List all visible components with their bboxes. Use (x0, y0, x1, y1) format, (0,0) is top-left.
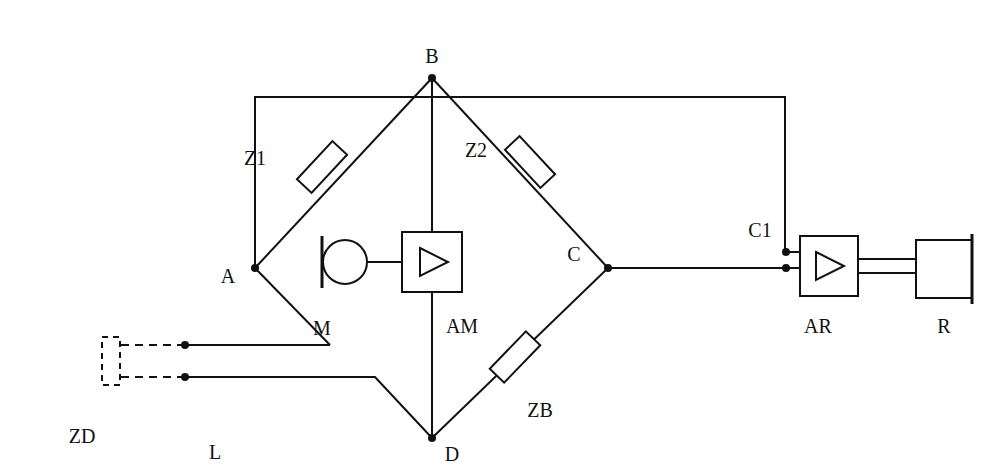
junction-dot (428, 74, 436, 82)
node-letter: B (423, 45, 440, 67)
amplifier-label: AR (802, 315, 834, 337)
wire (185, 377, 432, 438)
terminal-label: C1 (746, 219, 773, 241)
amplifier-symbol (420, 248, 448, 276)
wire (858, 272, 916, 274)
wire (858, 258, 916, 260)
amplifier-box (402, 232, 462, 292)
junction-dot (251, 264, 259, 272)
resistor-symbol (297, 141, 347, 193)
node-letter: C (565, 243, 582, 265)
terminal-dot (782, 248, 790, 256)
amplifier-symbol (816, 252, 844, 280)
impedance-label: ZB (525, 399, 555, 421)
terminal-dot (782, 264, 790, 272)
wire (432, 268, 608, 438)
wire (120, 376, 185, 378)
resistor-symbol (490, 331, 541, 382)
junction-dot (604, 264, 612, 272)
amplifier-box (800, 236, 858, 296)
meter-symbol (321, 236, 324, 288)
terminal-letter: M (311, 317, 333, 339)
terminal-dot (181, 373, 189, 381)
impedance-label: ZD (67, 425, 98, 447)
recorder-label: R (935, 315, 952, 337)
wire (120, 344, 185, 346)
impedance-label: Z1 (242, 147, 268, 169)
junction-dot (428, 434, 436, 442)
terminal-dot (181, 341, 189, 349)
impedance-symbol (102, 337, 120, 385)
wire (367, 261, 402, 263)
recorder-box (971, 234, 974, 304)
node-letter: D (443, 443, 461, 465)
wire (185, 344, 330, 346)
meter-symbol (323, 240, 367, 284)
impedance-label: Z2 (463, 139, 489, 161)
terminal-letter: L (207, 441, 223, 463)
amplifier-label: AM (444, 315, 480, 337)
resistor-symbol (505, 136, 555, 188)
node-letter: A (219, 265, 237, 287)
recorder-box (916, 240, 972, 298)
wire (608, 267, 800, 269)
